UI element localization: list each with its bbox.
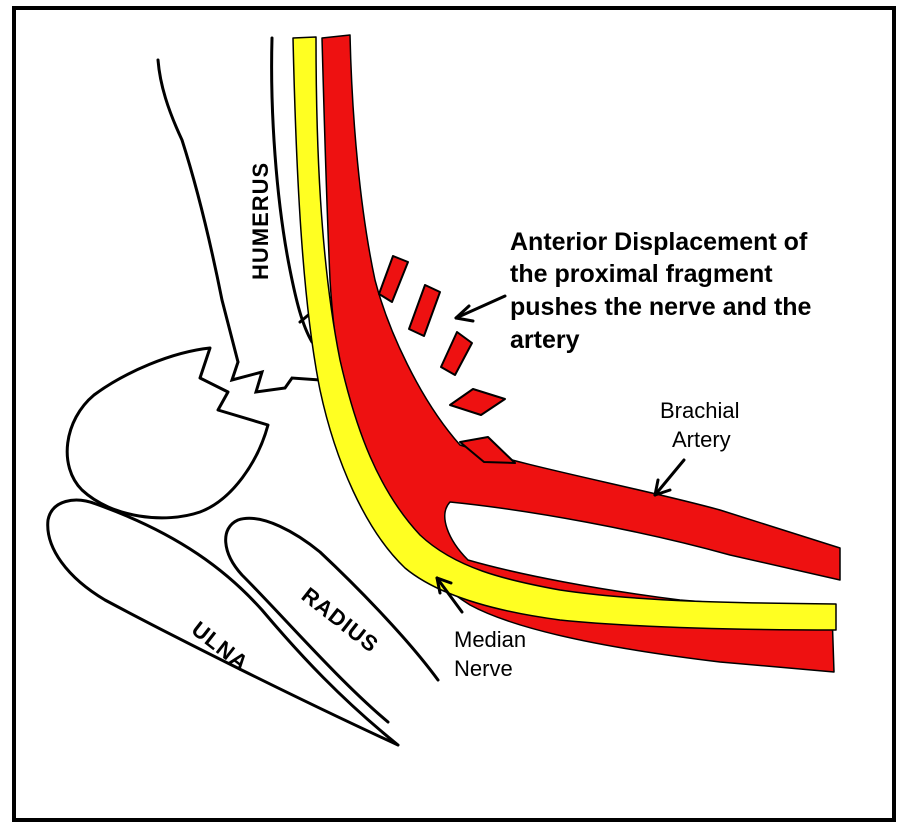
callout-line-3: pushes the nerve and the (510, 293, 812, 321)
callout-line-1: Anterior Displacement of (510, 228, 808, 256)
median-nerve-label-line-2: Nerve (454, 656, 513, 681)
median-nerve-label-line-1: Median (454, 627, 526, 652)
humerus-label: HUMERUS (248, 162, 273, 280)
callout-line-2: the proximal fragment (510, 260, 773, 288)
brachial-artery-label-line-2: Artery (672, 427, 731, 452)
callout-line-4: artery (510, 326, 580, 354)
brachial-artery-label-line-1: Brachial (660, 398, 739, 423)
